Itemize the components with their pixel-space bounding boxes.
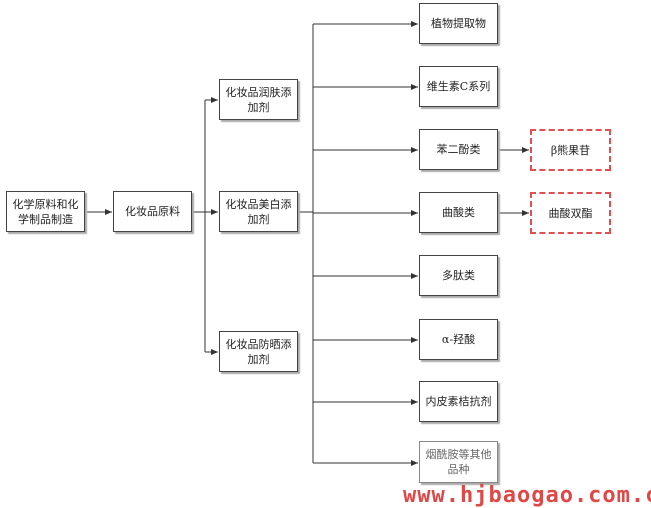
node-kojic-dipalmitate: 曲酸双酯 [530, 192, 611, 234]
node-root: 化学原料和化学制品制造 [6, 191, 85, 232]
node-sunscreen-additives: 化妆品防晒添加剂 [219, 331, 298, 372]
node-vitamin-c: 维生素C系列 [419, 66, 498, 107]
node-niacinamide-others: 烟酰胺等其他品种 [419, 441, 498, 483]
node-benzenediols: 苯二酚类 [419, 129, 498, 170]
node-kojic-acids: 曲酸类 [419, 192, 498, 233]
node-moisturizing-additives: 化妆品润肤添加剂 [219, 79, 298, 120]
node-cosmetic-raw-materials: 化妆品原料 [113, 191, 192, 232]
node-endothelin-antagonist: 内皮素桔抗剂 [419, 381, 498, 422]
watermark: www.hjbaogao.com.cn [403, 483, 651, 508]
node-plant-extract: 植物提取物 [419, 3, 498, 44]
node-peptides: 多肽类 [419, 255, 498, 296]
node-alpha-hydroxy-acid: α-羟酸 [419, 319, 498, 360]
node-beta-arbutin: β熊果苷 [530, 129, 611, 171]
node-whitening-additives: 化妆品美白添加剂 [219, 191, 298, 232]
